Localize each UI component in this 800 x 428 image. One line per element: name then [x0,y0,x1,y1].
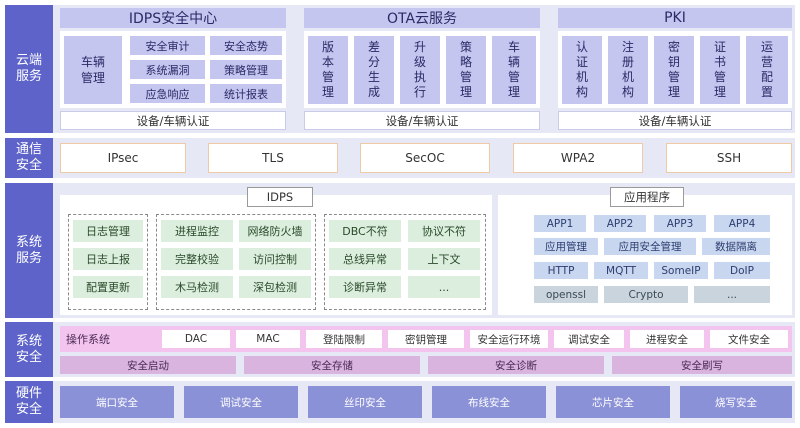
idps-item: 进程监控 [161,220,233,242]
app-protocol-item: DoIP [714,262,770,279]
os-security-item: 密钥管理 [388,330,464,348]
idps-title: IDPS [247,187,313,207]
layer-label-system-security: 系统安全 [5,322,53,377]
app-lib-item: ... [694,286,770,303]
system-security-item: 安全启动 [60,356,236,374]
hardware-security-item: 端口安全 [60,386,174,418]
pki-item: 证书管理 [700,36,740,104]
layer-label-system-service: 系统服务 [5,183,53,318]
idps-center-auth-bar: 设备/车辆认证 [60,111,286,130]
idps-center-item: 系统漏洞 [130,60,205,79]
idps-center-item: 安全审计 [130,36,205,55]
layer-label-hardware: 硬件安全 [5,381,53,423]
ota-item: 版本管理 [308,36,348,104]
ota-item: 车辆管理 [492,36,536,104]
idps-item: 日志上报 [73,248,143,270]
pki-item: 注册机构 [608,36,648,104]
protocol-tls: TLS [208,143,338,173]
idps-center-title: IDPS安全中心 [60,8,286,28]
app-lib-item: openssl [534,286,598,303]
idps-item: 上下文 [408,248,480,270]
idps-item: 网络防火墙 [239,220,311,242]
idps-item: 协议不符 [408,220,480,242]
app-protocol-item: SomeIP [654,262,708,279]
hardware-security-item: 烧写安全 [680,386,792,418]
protocol-ipsec: IPsec [60,143,186,173]
ota-item: 升级执行 [400,36,440,104]
layer-label-cloud: 云端服务 [5,5,53,133]
pki-auth-bar: 设备/车辆认证 [558,111,792,130]
app-mgmt-item: 应用管理 [534,238,598,255]
idps-group-logs [68,214,148,310]
os-security-item: 登陆限制 [306,330,382,348]
layer-label-comm: 通信安全 [5,138,53,178]
idps-item: 配置更新 [73,276,143,298]
app-mgmt-item: 应用安全管理 [604,238,696,255]
idps-center-item: 统计报表 [210,84,282,103]
idps-item: 总线异常 [329,248,401,270]
system-security-item: 安全诊断 [428,356,604,374]
app-item: APP1 [534,215,586,232]
idps-item: DBC不符 [329,220,401,242]
apps-title: 应用程序 [610,187,684,207]
hardware-security-item: 布线安全 [432,386,546,418]
protocol-wpa2: WPA2 [513,143,643,173]
ota-item: 差分生成 [354,36,394,104]
idps-center-item: 安全态势 [210,36,282,55]
idps-center-item: 策略管理 [210,60,282,79]
system-security-item: 安全刷写 [612,356,792,374]
idps-center-item: 应急响应 [130,84,205,103]
system-security-item: 安全存储 [244,356,420,374]
app-item: APP4 [714,215,770,232]
idps-item: ... [408,276,480,298]
os-security-item: 安全运行环境 [470,330,548,348]
os-security-item: 调试安全 [554,330,624,348]
pki-item: 密钥管理 [654,36,694,104]
hardware-security-item: 丝印安全 [308,386,422,418]
pki-title: PKI [558,8,792,28]
os-label: 操作系统 [66,333,110,346]
hardware-security-item: 调试安全 [184,386,298,418]
vehicle-management-box: 车辆管理 [64,36,122,104]
idps-group-host [156,214,316,310]
app-item: APP2 [594,215,646,232]
pki-item: 认证机构 [562,36,602,104]
idps-item: 木马检测 [161,276,233,298]
app-protocol-item: MQTT [594,262,648,279]
os-security-item: DAC [162,330,230,348]
idps-item: 诊断异常 [329,276,401,298]
app-protocol-item: HTTP [534,262,588,279]
app-mgmt-item: 数据隔离 [702,238,770,255]
protocol-ssh: SSH [666,143,792,173]
hardware-security-item: 芯片安全 [556,386,670,418]
os-security-item: 进程安全 [630,330,704,348]
protocol-secoc: SecOC [360,143,490,173]
ota-auth-bar: 设备/车辆认证 [304,111,540,130]
app-item: APP3 [654,215,706,232]
os-security-item: 文件安全 [710,330,788,348]
os-security-item: MAC [236,330,300,348]
idps-item: 日志管理 [73,220,143,242]
idps-item: 完整校验 [161,248,233,270]
ota-item: 策略管理 [446,36,486,104]
idps-group-bus [324,214,486,310]
idps-item: 访问控制 [239,248,311,270]
ota-title: OTA云服务 [304,8,540,28]
app-lib-item: Crypto [604,286,688,303]
pki-item: 运营配置 [746,36,788,104]
idps-item: 深包检测 [239,276,311,298]
